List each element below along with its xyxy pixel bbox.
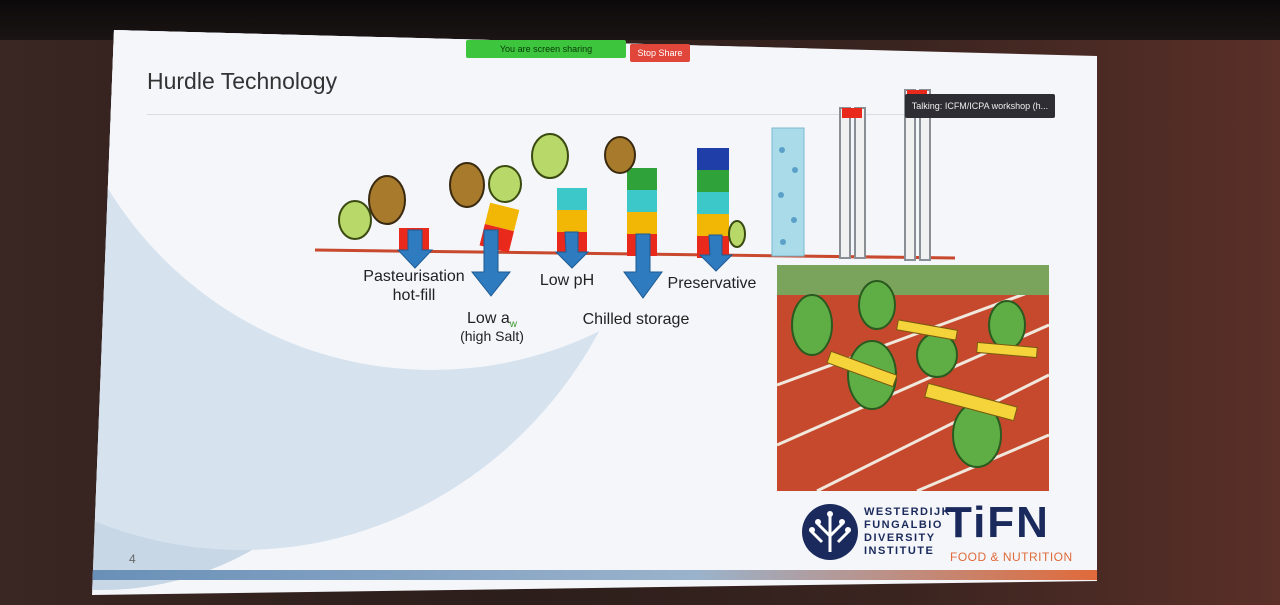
arrow-down-icon	[396, 229, 434, 269]
label-subscript: w	[509, 319, 517, 331]
westerdijk-logo-icon	[802, 504, 858, 560]
label-text: Low a	[467, 310, 510, 327]
arrow-down-icon	[698, 234, 734, 272]
tifn-logo: TiFN	[945, 498, 1050, 547]
label-line: Pasteurisation	[363, 268, 465, 285]
talking-text: Talking: ICFM/ICPA workshop (h...	[911, 101, 1049, 111]
label-low-aw: Low aw	[452, 309, 532, 334]
stop-share-label: Stop Share	[637, 48, 683, 58]
westerdijk-logo-text: WESTERDIJK FUNGALBIO DIVERSITY INSTITUTE	[864, 506, 951, 558]
race-cartoon-drawing	[777, 265, 1049, 491]
slide-page-number: 4	[129, 552, 136, 566]
logo-line: INSTITUTE	[864, 545, 935, 557]
stop-share-button[interactable]: Stop Share	[630, 44, 690, 62]
title-divider	[147, 114, 1047, 115]
label-chilled: Chilled storage	[582, 311, 690, 328]
logo-line: WESTERDIJK	[864, 506, 952, 518]
label-low-ph: Low pH	[539, 272, 595, 289]
talking-indicator: Talking: ICFM/ICPA workshop (h...	[905, 94, 1055, 118]
logo-line: FUNGALBIO	[864, 519, 943, 531]
projected-slide: Hurdle Technology	[92, 30, 1097, 595]
arrow-down-icon	[470, 229, 512, 297]
label-line: hot-fill	[392, 287, 436, 304]
slide-bottom-bar	[92, 570, 1097, 580]
arrows-layer	[396, 229, 734, 299]
race-cartoon-image	[777, 265, 1049, 491]
label-pasteurisation: Pasteurisation hot-fill	[354, 267, 474, 305]
screen-share-text: You are screen sharing	[499, 44, 593, 54]
logo-line: DIVERSITY	[864, 532, 936, 544]
arrow-down-icon	[554, 231, 590, 269]
arrow-down-icon	[623, 233, 663, 299]
label-high-salt: (high Salt)	[460, 328, 524, 344]
tifn-logo-subtitle: FOOD & NUTRITION	[950, 550, 1073, 564]
slide-title: Hurdle Technology	[147, 68, 338, 94]
label-preservative: Preservative	[667, 275, 757, 292]
screen-sharing-banner: You are screen sharing	[466, 40, 626, 58]
